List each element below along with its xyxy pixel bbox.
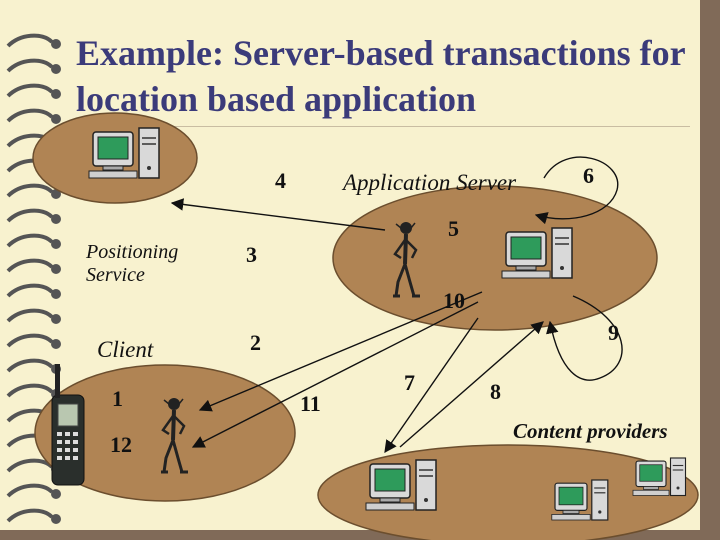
arrow-6 bbox=[534, 156, 619, 225]
step-9: 9 bbox=[608, 320, 619, 345]
binding-hole bbox=[51, 114, 61, 124]
step-7: 7 bbox=[404, 370, 415, 395]
binding-ring-icon bbox=[6, 208, 54, 223]
binding-hole bbox=[51, 339, 61, 349]
positioning-label-line-2: Service bbox=[86, 264, 145, 286]
binding-hole bbox=[51, 514, 61, 524]
binding-hole bbox=[51, 189, 61, 199]
binding-hole bbox=[51, 289, 61, 299]
binding-hole bbox=[51, 64, 61, 74]
application-server-label: Application Server bbox=[343, 170, 517, 195]
binding-ring-icon bbox=[6, 508, 54, 523]
application-server-ellipse bbox=[332, 185, 658, 331]
binding-ring-icon bbox=[6, 283, 54, 298]
step-6: 6 bbox=[583, 163, 594, 188]
slide-title: Example: Server-based transactions for l… bbox=[76, 30, 696, 122]
binding-ring-icon bbox=[6, 33, 54, 48]
step-5: 5 bbox=[448, 216, 459, 241]
binding-hole bbox=[51, 239, 61, 249]
step-11: 11 bbox=[300, 391, 321, 416]
binding-ring-icon bbox=[6, 483, 54, 498]
content-providers-label: Content providers bbox=[513, 419, 668, 443]
binding-ring-icon bbox=[6, 258, 54, 273]
binding-ring-icon bbox=[6, 58, 54, 73]
arrow-2 bbox=[198, 291, 483, 412]
binding-ring-icon bbox=[6, 333, 54, 348]
title-divider bbox=[62, 126, 690, 127]
arrow-8 bbox=[399, 321, 544, 448]
title-line-1: Example: Server-based transactions for bbox=[76, 33, 686, 73]
positioning-label-line-1: Positioning bbox=[86, 241, 179, 263]
step-1: 1 bbox=[112, 386, 123, 411]
step-4: 4 bbox=[275, 168, 286, 193]
binding-ring-icon bbox=[6, 83, 54, 98]
client-label: Client bbox=[97, 337, 154, 362]
binding-ring-icon bbox=[6, 108, 54, 123]
step-10: 10 bbox=[443, 288, 465, 313]
title-line-2: location based application bbox=[76, 79, 477, 119]
binding-hole bbox=[51, 314, 61, 324]
step-3: 3 bbox=[246, 242, 257, 267]
binding-hole bbox=[51, 489, 61, 499]
content-computer-icon bbox=[632, 457, 687, 497]
step-2: 2 bbox=[250, 330, 261, 355]
positioning-computer-icon bbox=[88, 127, 160, 179]
arrow-3 bbox=[170, 198, 386, 231]
binding-ring-icon bbox=[6, 358, 54, 373]
step-12: 12 bbox=[110, 432, 132, 457]
step-8: 8 bbox=[490, 379, 501, 404]
arrow-12 bbox=[191, 301, 479, 448]
binding-ring-icon bbox=[6, 233, 54, 248]
binding-hole bbox=[51, 39, 61, 49]
binding-hole bbox=[51, 89, 61, 99]
mobile-phone-icon bbox=[51, 364, 85, 486]
arrow-9 bbox=[546, 295, 623, 381]
server-computer-icon bbox=[501, 227, 573, 279]
binding-hole bbox=[51, 264, 61, 274]
binding-ring-icon bbox=[6, 383, 54, 398]
arrow-7 bbox=[384, 317, 479, 454]
content-computer-icon bbox=[365, 459, 437, 511]
binding-ring-icon bbox=[6, 183, 54, 198]
client-ellipse bbox=[34, 364, 296, 502]
binding-hole bbox=[51, 214, 61, 224]
positioning-service-label: Positioning Service bbox=[86, 241, 178, 287]
binding-ring-icon bbox=[6, 308, 54, 323]
